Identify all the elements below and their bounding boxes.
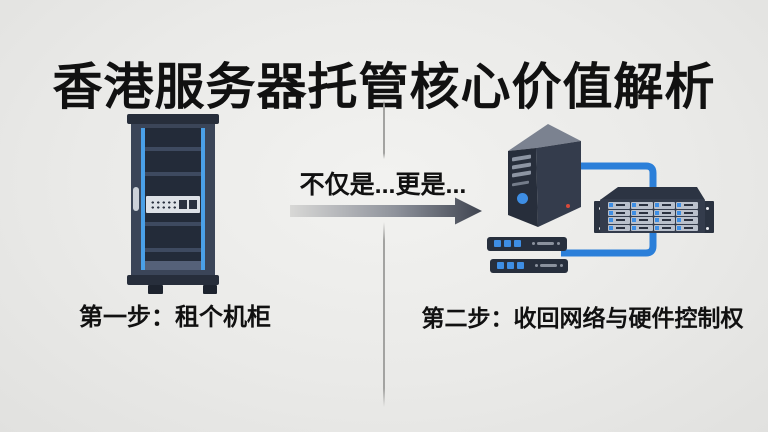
drive-slot-icon xyxy=(179,200,187,209)
rack-interior xyxy=(141,128,205,270)
arrow-right-icon xyxy=(290,197,482,225)
storage-array-icon xyxy=(594,186,714,234)
transition-label: 不仅是...更是... xyxy=(299,171,467,199)
drive-bay xyxy=(630,224,653,231)
port-dot-icon xyxy=(557,242,560,245)
rack-control-panel xyxy=(146,196,200,213)
screw-icon xyxy=(706,227,709,230)
drive-bay xyxy=(676,217,698,224)
rack-foot xyxy=(148,285,163,294)
led-indicator-icon xyxy=(504,240,511,247)
step-2-caption: 第二步：收回网络与硬件控制权 xyxy=(421,305,744,331)
rack-bottom-cap xyxy=(127,275,219,285)
rack-server-icon xyxy=(487,237,567,251)
drive-bay xyxy=(608,202,630,209)
rack-base-panel xyxy=(145,261,201,270)
drive-bay xyxy=(608,224,630,231)
drive-bay xyxy=(630,209,653,216)
server-rack-icon xyxy=(127,114,219,294)
led-indicator-icon xyxy=(497,262,504,269)
port-dot-icon xyxy=(532,242,535,245)
drive-bay xyxy=(676,209,698,216)
rack-shelf-divider xyxy=(145,222,201,226)
control-buttons-icon xyxy=(150,200,184,210)
led-indicator-icon xyxy=(494,240,501,247)
rack-shelf-divider xyxy=(145,172,201,176)
drive-bay xyxy=(653,217,676,224)
led-indicator-icon xyxy=(517,262,524,269)
drive-bay xyxy=(608,217,630,224)
drive-bay xyxy=(653,224,676,231)
drive-bay xyxy=(653,202,676,209)
drive-slot-icon xyxy=(189,200,197,209)
led-indicator-icon xyxy=(514,240,521,247)
drive-handle-icon xyxy=(537,242,554,245)
port-dot-icon xyxy=(560,264,563,267)
drive-bay-grid xyxy=(608,202,698,231)
drive-bay xyxy=(630,202,653,209)
drive-bay xyxy=(608,209,630,216)
rack-door-handle xyxy=(133,187,139,211)
rack-top-cap xyxy=(127,114,219,124)
tower-server-icon xyxy=(503,120,591,232)
status-led-icon xyxy=(566,204,570,208)
drive-bay xyxy=(676,224,698,231)
port-dot-icon xyxy=(535,264,538,267)
drive-bay xyxy=(653,209,676,216)
drive-bay xyxy=(630,217,653,224)
array-front-face xyxy=(600,199,705,233)
rack-shelf-divider xyxy=(145,248,201,252)
screw-icon xyxy=(706,207,709,210)
rack-server-icon xyxy=(490,259,568,273)
drive-bay xyxy=(676,202,698,209)
array-top-face xyxy=(600,187,705,200)
led-indicator-icon xyxy=(507,262,514,269)
power-button-icon xyxy=(517,193,528,204)
rack-shelf-divider xyxy=(145,147,201,151)
vertical-divider-top xyxy=(383,100,385,159)
drive-handle-icon xyxy=(540,264,557,267)
step-1-caption: 第一步：租个机柜 xyxy=(79,304,271,331)
vertical-divider-bottom xyxy=(383,222,385,407)
rack-foot xyxy=(203,285,217,294)
